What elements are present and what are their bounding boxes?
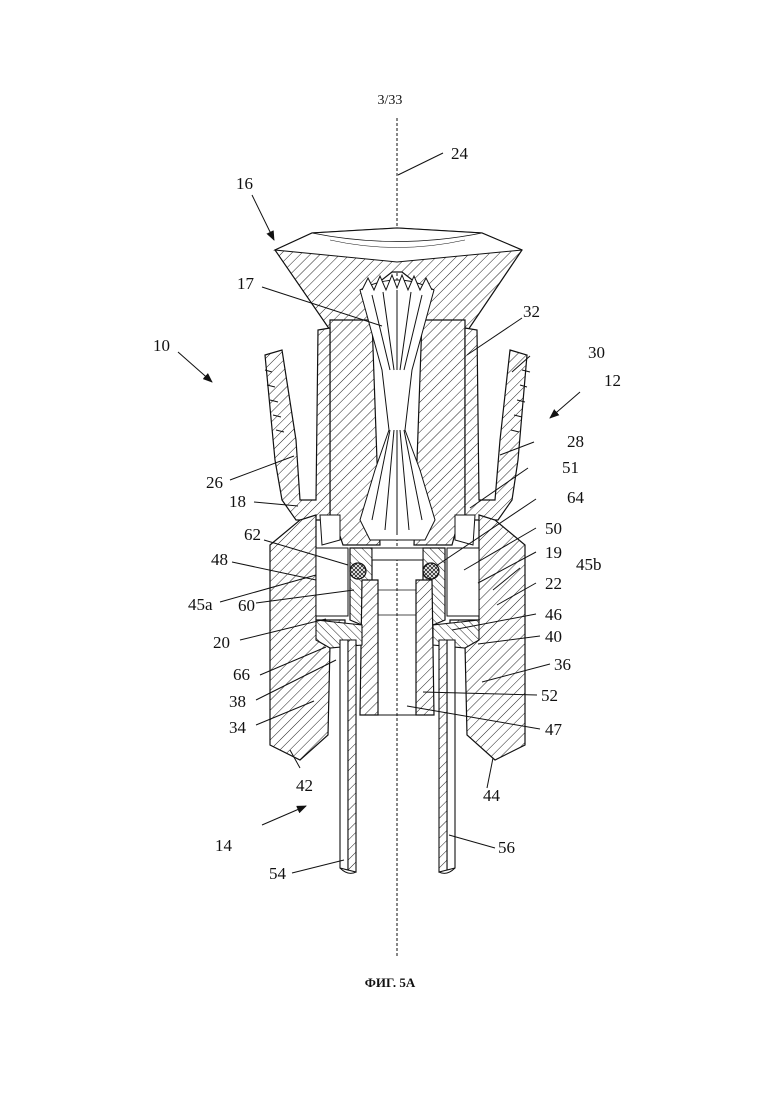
label-66: 66 <box>233 665 250 684</box>
label-56: 56 <box>498 838 515 857</box>
label-45b: 45b <box>576 555 602 574</box>
label-30: 30 <box>588 343 605 362</box>
label-17: 17 <box>237 274 255 293</box>
left-outer-sleeve <box>265 328 330 520</box>
label-46: 46 <box>545 605 562 624</box>
label-12: 12 <box>604 371 621 390</box>
label-32: 32 <box>523 302 540 321</box>
label-28: 28 <box>567 432 584 451</box>
label-16: 16 <box>236 174 253 193</box>
label-42: 42 <box>296 776 313 795</box>
label-54: 54 <box>269 864 287 883</box>
label-24: 24 <box>451 144 469 163</box>
label-38: 38 <box>229 692 246 711</box>
label-10: 10 <box>153 336 170 355</box>
label-18: 18 <box>229 492 246 511</box>
label-22: 22 <box>545 574 562 593</box>
label-48: 48 <box>211 550 228 569</box>
label-52: 52 <box>541 686 558 705</box>
label-45a: 45a <box>188 595 213 614</box>
label-26: 26 <box>206 473 223 492</box>
right-outer-sleeve <box>465 328 530 520</box>
label-20: 20 <box>213 633 230 652</box>
label-50: 50 <box>545 519 562 538</box>
label-14: 14 <box>215 836 233 855</box>
label-34: 34 <box>229 718 247 737</box>
label-36: 36 <box>554 655 571 674</box>
label-62: 62 <box>244 525 261 544</box>
label-47: 47 <box>545 720 563 739</box>
label-64: 64 <box>567 488 585 507</box>
label-19: 19 <box>545 543 562 562</box>
label-60: 60 <box>238 596 255 615</box>
label-40: 40 <box>545 627 562 646</box>
figure-caption: ФИГ. 5А <box>320 975 460 991</box>
o-ring-left <box>350 563 366 579</box>
label-44: 44 <box>483 786 501 805</box>
label-51: 51 <box>562 458 579 477</box>
